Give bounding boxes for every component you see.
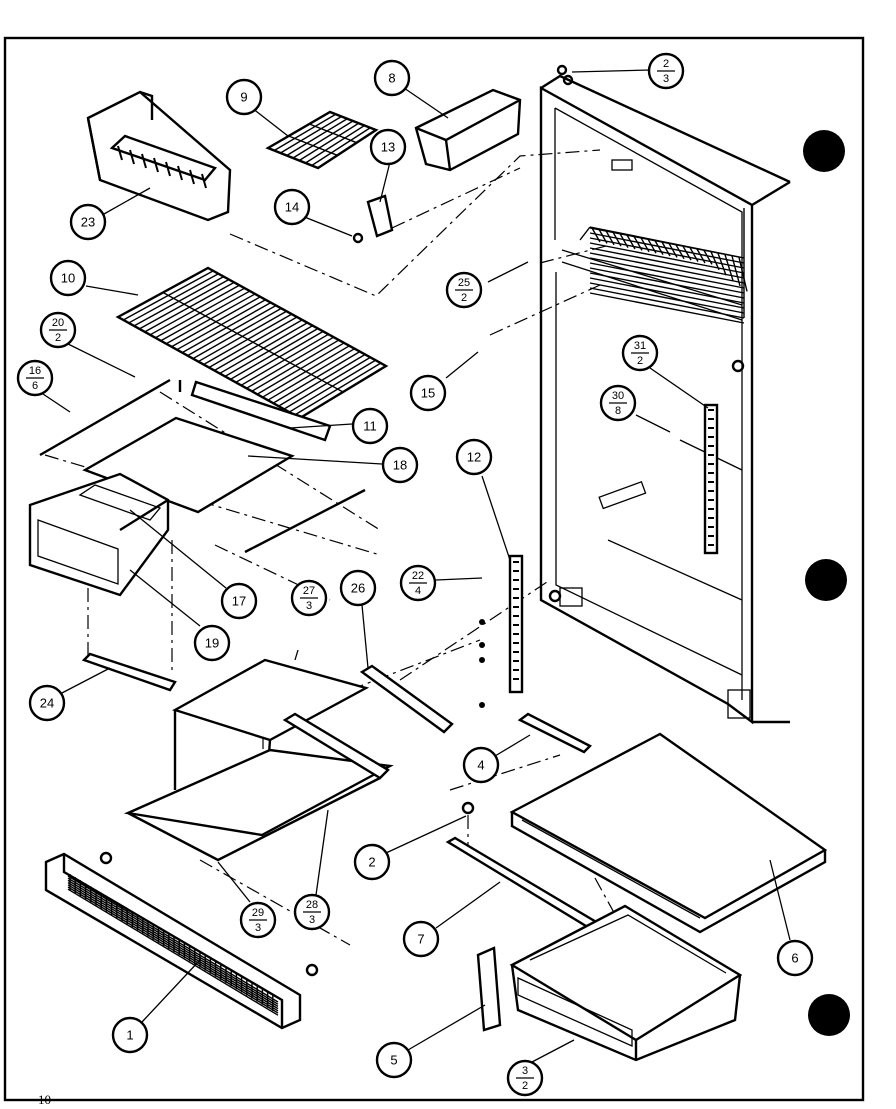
callout-23: 23	[69, 203, 107, 241]
callout-2: 2	[353, 843, 391, 881]
callout-11: 11	[351, 407, 389, 445]
callout-25-2: 252	[445, 271, 483, 309]
svg-text:17: 17	[232, 594, 246, 609]
callout-9: 9	[225, 78, 263, 116]
svg-text:8: 8	[615, 405, 621, 417]
svg-text:3: 3	[309, 914, 315, 926]
svg-text:8: 8	[388, 71, 395, 86]
callout-12: 12	[455, 438, 493, 476]
svg-text:19: 19	[205, 636, 219, 651]
svg-text:12: 12	[467, 450, 481, 465]
crisper-shelf-assembly	[123, 658, 454, 862]
part-13-block	[366, 194, 394, 238]
callout-17: 17	[220, 582, 258, 620]
crisper-pan	[509, 904, 743, 1062]
svg-text:20: 20	[52, 317, 64, 329]
svg-text:24: 24	[40, 696, 54, 711]
svg-text:27: 27	[303, 585, 315, 597]
binder-hole-top	[803, 130, 845, 172]
drawer-guide-24	[81, 652, 177, 692]
callout-7: 7	[402, 920, 440, 958]
svg-text:4: 4	[415, 585, 421, 597]
svg-text:3: 3	[663, 73, 669, 85]
callout-30-8: 308	[599, 384, 637, 422]
callout-19: 19	[193, 624, 231, 662]
page-number: 10	[38, 1092, 51, 1107]
svg-text:15: 15	[421, 386, 435, 401]
svg-text:2: 2	[663, 58, 669, 70]
svg-text:2: 2	[461, 292, 467, 304]
crisper-cover-and-drawer	[28, 378, 366, 597]
svg-text:3: 3	[255, 922, 261, 934]
callout-14: 14	[273, 188, 311, 226]
callout-2-3: 23	[647, 52, 685, 90]
callout-15: 15	[409, 374, 447, 412]
binder-hole-bottom	[808, 994, 850, 1036]
svg-text:16: 16	[29, 365, 41, 377]
svg-text:7: 7	[417, 932, 424, 947]
svg-text:31: 31	[634, 340, 646, 352]
callout-31-2: 312	[621, 334, 659, 372]
callout-22-4: 224	[399, 564, 437, 602]
callout-27-3: 273	[290, 579, 328, 617]
svg-text:22: 22	[412, 570, 424, 582]
callout-leaders	[39, 69, 791, 1063]
callout-1: 1	[111, 1016, 149, 1054]
callout-24: 24	[28, 684, 66, 722]
part-14-screw	[352, 232, 364, 244]
callout-18: 18	[381, 446, 419, 484]
svg-text:6: 6	[32, 380, 38, 392]
callout-bubbles: 23 9 8 13 14 23 10 252 202 166 15 312 30…	[16, 52, 814, 1097]
svg-text:14: 14	[285, 200, 299, 215]
svg-text:2: 2	[55, 332, 61, 344]
svg-text:6: 6	[791, 951, 798, 966]
svg-text:5: 5	[390, 1053, 397, 1068]
svg-text:2: 2	[522, 1080, 528, 1092]
support-5	[476, 946, 502, 1032]
callout-13: 13	[369, 128, 407, 166]
callout-10: 10	[49, 259, 87, 297]
callout-26: 26	[339, 569, 377, 607]
bracket-4	[517, 712, 593, 754]
svg-text:26: 26	[351, 581, 365, 596]
svg-text:28: 28	[306, 899, 318, 911]
ice-maker	[86, 90, 232, 222]
svg-text:3: 3	[522, 1065, 528, 1077]
shelf-rail-12	[479, 554, 524, 708]
ice-tray	[265, 110, 379, 170]
callout-6: 6	[776, 939, 814, 977]
svg-text:13: 13	[381, 140, 395, 155]
svg-text:2: 2	[637, 355, 643, 367]
svg-text:25: 25	[458, 277, 470, 289]
page-border	[3, 36, 865, 1102]
callout-5: 5	[375, 1041, 413, 1079]
callout-8: 8	[373, 59, 411, 97]
cabinet-shelf-rail	[703, 403, 719, 555]
callout-20-2: 202	[39, 311, 77, 349]
svg-text:9: 9	[240, 90, 247, 105]
svg-text:4: 4	[477, 758, 484, 773]
toe-grille	[44, 851, 319, 1030]
svg-text:10: 10	[61, 271, 75, 286]
wire-shelf	[115, 266, 389, 420]
callout-3-2: 32	[506, 1059, 544, 1097]
crisper-cover-6	[509, 732, 828, 934]
screw-2	[461, 801, 475, 815]
svg-text:1: 1	[126, 1028, 133, 1043]
binder-hole-middle	[805, 559, 847, 601]
callout-16-6: 166	[16, 359, 54, 397]
callout-28-3: 283	[293, 893, 331, 931]
svg-text:18: 18	[393, 458, 407, 473]
svg-text:29: 29	[252, 907, 264, 919]
svg-text:30: 30	[612, 390, 624, 402]
refrigerator-cabinet	[539, 64, 791, 725]
door-bin	[414, 88, 522, 172]
callout-4: 4	[462, 746, 500, 784]
svg-text:23: 23	[81, 215, 95, 230]
svg-text:2: 2	[368, 855, 375, 870]
svg-text:11: 11	[363, 419, 377, 434]
svg-text:3: 3	[306, 600, 312, 612]
callout-29-3: 293	[239, 901, 277, 939]
